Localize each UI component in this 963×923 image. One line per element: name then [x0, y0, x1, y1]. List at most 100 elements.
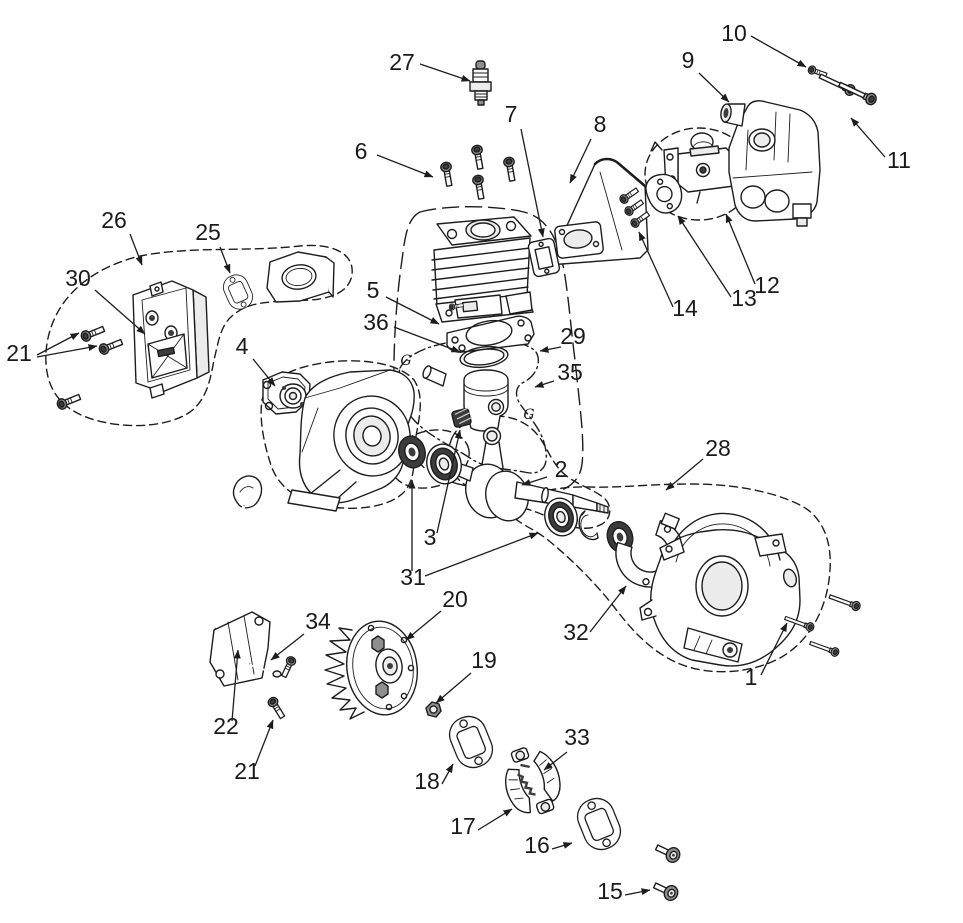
part-label-35-14: 35: [557, 359, 583, 385]
leader-line-13: [677, 215, 732, 298]
part-label-16-33: 16: [524, 832, 550, 858]
part-label-11-3: 11: [887, 147, 911, 173]
part-label-12-15: 12: [754, 272, 780, 298]
part-label-32-23: 32: [563, 619, 589, 645]
part-label-7-5: 7: [505, 101, 518, 127]
piston: [463, 369, 509, 432]
leader-line-33: [543, 751, 568, 771]
leader-line-26: [129, 233, 143, 266]
leader-line-4: [252, 358, 276, 387]
part-label-30-9: 30: [65, 265, 91, 291]
leader-line-32: [589, 585, 627, 633]
clutch-gasket: [571, 792, 627, 856]
part-label-34-26: 34: [305, 608, 331, 634]
cylinder-screws: [439, 143, 519, 201]
part-label-33-32: 33: [564, 724, 590, 750]
grease-mark: G: [523, 407, 534, 423]
part-label-3-21: 3: [424, 524, 437, 550]
part-label-8-6: 8: [594, 111, 607, 137]
part-label-19-27: 19: [471, 647, 497, 673]
clutch-assembly: [504, 747, 561, 815]
part-label-25-8: 25: [195, 219, 221, 245]
part-label-2-19: 2: [555, 456, 568, 482]
spark-plug: [469, 60, 492, 106]
leader-line-35: [534, 380, 555, 388]
part-label-14-17: 14: [672, 295, 698, 321]
leader-line-29: [539, 345, 562, 353]
leader-line-7: [520, 128, 545, 238]
air-box-bolts: [817, 70, 879, 108]
crank-seal-right: [606, 521, 634, 553]
ignition-coil: [209, 475, 271, 687]
exhaust-deflector: [266, 251, 335, 303]
part-label-27: 27: [389, 49, 415, 75]
leader-line-5: [385, 296, 440, 325]
leader-line-31: [424, 532, 539, 577]
part-label-9-2: 9: [682, 47, 695, 73]
leader-line-15: [624, 888, 651, 896]
coil-ground-wire: [249, 663, 282, 678]
leader-line-27: [419, 63, 471, 82]
carburetor-gasket: [645, 173, 683, 214]
part-label-29-13: 29: [560, 323, 586, 349]
crank-bearing-left: [426, 443, 462, 485]
part-label-36-12: 36: [363, 309, 389, 335]
part-label-15-34: 15: [597, 878, 623, 904]
part-label-18-30: 18: [414, 768, 440, 794]
leader-line-11: [850, 117, 886, 158]
leader-line-16: [551, 842, 573, 850]
air-box: [720, 100, 821, 227]
crankcase-right-group-outline: [510, 483, 831, 673]
leader-line-34: [270, 633, 305, 661]
leader-line-36: [393, 326, 461, 353]
cylinder: [431, 216, 534, 323]
grease-mark: G: [400, 353, 411, 369]
leader-line-21: [254, 719, 274, 767]
muffler: [132, 280, 210, 399]
leader-line-2: [521, 476, 548, 486]
part-label-22-28: 22: [213, 713, 239, 739]
leader-line-18: [441, 763, 454, 785]
part-label-26-7: 26: [101, 207, 127, 233]
leader-line-17: [477, 808, 513, 831]
shield-gasket: [527, 237, 561, 278]
wrist-pin: [422, 365, 447, 387]
crank-bearing-right: [544, 497, 578, 537]
crank-seal-left: [398, 435, 426, 469]
part-label-5-11: 5: [367, 277, 380, 303]
part-label-21-10: 21: [6, 340, 32, 366]
leader-line-28: [665, 458, 704, 491]
flywheel: [324, 620, 418, 720]
leader-line-21: [36, 332, 80, 356]
needle-bearing: [451, 407, 473, 428]
leader-line-21: [36, 344, 98, 358]
coil-ground-screw: [278, 654, 298, 680]
leader-line-8: [569, 138, 592, 184]
leader-line-3: [436, 429, 462, 534]
part-label-6-4: 6: [355, 138, 368, 164]
flywheel-side-gasket: [443, 710, 499, 774]
part-label-17-31: 17: [450, 813, 476, 839]
part-label-1-24: 1: [745, 664, 758, 690]
leader-line-22: [231, 649, 241, 722]
leader-line-30: [94, 289, 146, 335]
retaining-ring: [578, 510, 599, 541]
muffler-screws: [55, 323, 125, 412]
muffler-gasket: [219, 270, 257, 314]
piston-ring: [459, 345, 509, 369]
leader-line-9: [698, 72, 730, 103]
part-label-28-20: 28: [705, 435, 731, 461]
flywheel-nut: [425, 701, 442, 718]
flywheel-screw: [265, 695, 288, 721]
crankcase-right: [639, 512, 801, 667]
leader-line-19: [435, 672, 472, 704]
part-label-21-29: 21: [234, 758, 260, 784]
part-label-13-16: 13: [731, 285, 757, 311]
leader-line-12: [725, 213, 756, 285]
part-label-4-18: 4: [236, 333, 249, 359]
leader-line-1: [760, 622, 788, 676]
leader-line-25: [219, 246, 231, 274]
